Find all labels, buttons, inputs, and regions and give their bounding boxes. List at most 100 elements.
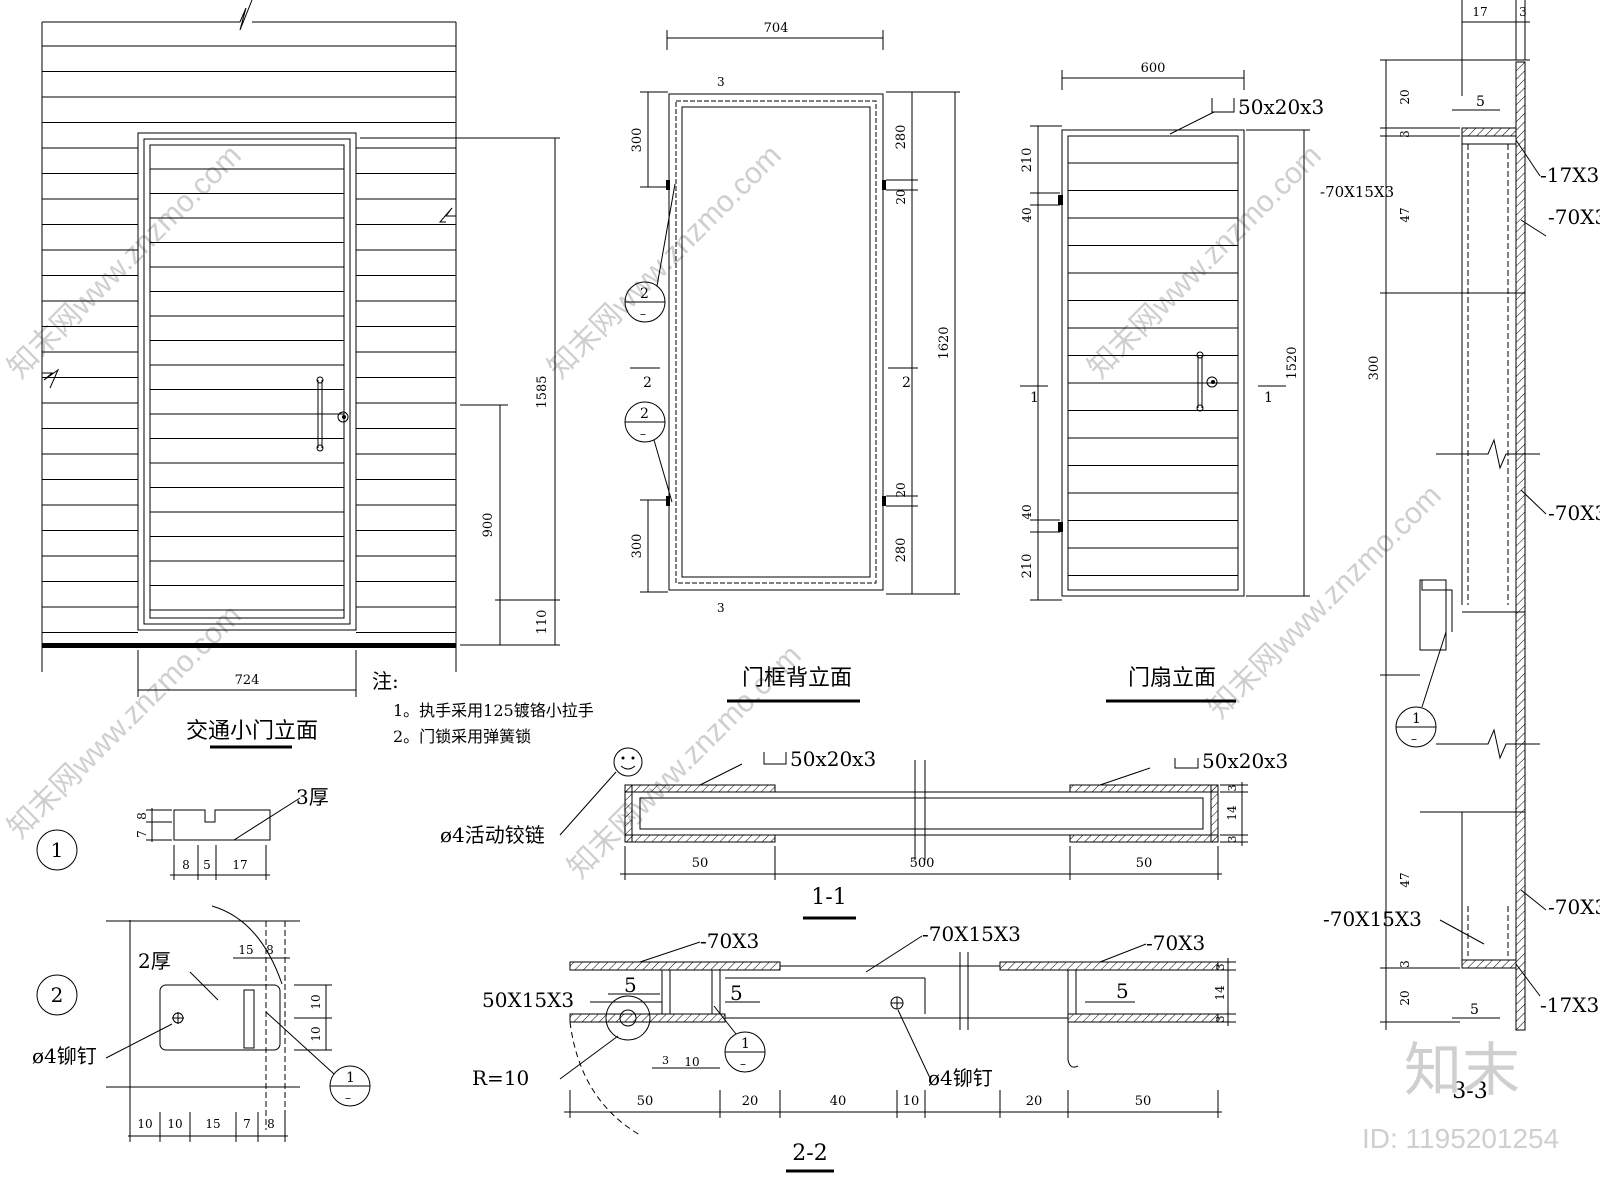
label-33-l6: -70X15X3 bbox=[1323, 907, 1422, 931]
dim-d2-w15: 15 bbox=[238, 943, 253, 957]
label-11-angle-right: 50x20x3 bbox=[1202, 749, 1288, 773]
title-section-22: 2-2 bbox=[792, 1141, 827, 1166]
dim-11-left: 50 bbox=[692, 856, 709, 871]
dim-22-t3: 3 bbox=[1214, 1016, 1227, 1023]
dim-33-3b: 3 bbox=[1398, 960, 1412, 968]
detail-1: 1 3厚 7 8 8 5 17 bbox=[36, 785, 329, 880]
dim-22-a: 50 bbox=[637, 1094, 654, 1109]
dim-d2-b15: 15 bbox=[205, 1117, 220, 1131]
dim-11-t1: 3 bbox=[1226, 785, 1239, 792]
dim-frame-mid-bottom-right: 20 bbox=[894, 482, 908, 497]
detail-2-number: 2 bbox=[51, 983, 64, 1007]
dim-d2-w8: 8 bbox=[266, 943, 274, 957]
callout-dash: – bbox=[640, 427, 646, 441]
dim-d1-w17: 17 bbox=[232, 858, 247, 872]
watermark-text: 知末网www.znzmo.com bbox=[2, 139, 248, 385]
callout-dash: – bbox=[345, 1091, 351, 1105]
dim-d2-b8: 8 bbox=[267, 1117, 275, 1131]
note-item: 2。门锁采用弹簧锁 bbox=[393, 727, 531, 746]
dim-frame-height: 1620 bbox=[937, 326, 952, 359]
detail-1-number: 1 bbox=[51, 838, 64, 862]
label-11-angle-left: 50x20x3 bbox=[790, 747, 876, 771]
section-mark-1: 1 bbox=[1030, 390, 1039, 406]
title-section-33: 3-3 bbox=[1452, 1079, 1487, 1104]
dim-22-t1: 3 bbox=[1214, 964, 1227, 971]
callout-number: 2 bbox=[640, 406, 649, 422]
label-22-channel: 50X15X3 bbox=[482, 988, 574, 1012]
dim-d2-b7: 7 bbox=[243, 1117, 251, 1131]
label-33-l1: -17X3 bbox=[1540, 163, 1599, 187]
dim-22-h: 10 bbox=[684, 1055, 699, 1069]
dim-22-g: 3 bbox=[662, 1054, 669, 1067]
section-mark-2: 2 bbox=[902, 375, 911, 391]
dim-11-middle: 500 bbox=[910, 856, 935, 871]
dim-d2-b10b: 10 bbox=[167, 1117, 182, 1131]
label-22-radius: R=10 bbox=[472, 1066, 529, 1090]
dim-elevation-height: 1585 bbox=[535, 375, 550, 408]
label-33-l5: -70X3 bbox=[1548, 895, 1600, 919]
dim-elevation-bottom: 110 bbox=[535, 610, 550, 635]
dim-d2-b10a: 10 bbox=[137, 1117, 152, 1131]
section-mark-2: 2 bbox=[643, 375, 652, 391]
section-mark-1: 1 bbox=[1264, 390, 1273, 406]
dim-11-t2: 14 bbox=[1225, 805, 1239, 821]
dim-33-47b: 47 bbox=[1398, 872, 1412, 887]
dim-d1-w8: 8 bbox=[182, 858, 190, 872]
callout-number: 1 bbox=[741, 1036, 750, 1052]
dim-33-300: 300 bbox=[1367, 356, 1382, 381]
section-3-3: 17 3 20 3 bbox=[1323, 0, 1600, 1104]
watermark-text: 知末网www.znzmo.com bbox=[542, 139, 788, 385]
detail-1-thickness: 3厚 bbox=[296, 785, 329, 809]
watermark-id: ID: 1195201254 bbox=[1362, 1123, 1559, 1154]
dim-33-20b: 20 bbox=[1398, 990, 1412, 1005]
dim-d2-h10a: 10 bbox=[309, 994, 323, 1009]
dim-22-c: 40 bbox=[830, 1094, 847, 1109]
weld-22: 5 bbox=[730, 981, 743, 1005]
dim-11-right: 50 bbox=[1136, 856, 1153, 871]
detail-2-thickness: 2厚 bbox=[138, 949, 171, 973]
dim-d2-h10b: 10 bbox=[309, 1026, 323, 1041]
watermark-text: 知末网www.znzmo.com bbox=[1202, 479, 1448, 725]
dim-33-47a: 47 bbox=[1398, 207, 1412, 222]
detail-2-rivet: ø4铆钉 bbox=[32, 1044, 97, 1068]
dim-33-top-b: 3 bbox=[1519, 5, 1527, 19]
dim-frame-bottom-right: 280 bbox=[894, 538, 909, 563]
dim-frame-top-right: 280 bbox=[894, 125, 909, 150]
dim-elevation-width: 724 bbox=[235, 673, 260, 688]
dim-22-b: 20 bbox=[742, 1094, 759, 1109]
dim-22-d: 10 bbox=[903, 1094, 920, 1109]
dim-frame-top-left: 300 bbox=[630, 128, 645, 153]
label-22-rivet: ø4铆钉 bbox=[928, 1066, 993, 1090]
brand-watermark: 知末 ID: 1195201254 bbox=[1362, 1038, 1559, 1154]
title-leaf: 门扇立面 bbox=[1128, 666, 1216, 691]
label-33-l7: -17X3 bbox=[1540, 993, 1599, 1017]
detail-2: 2 2厚 ø4铆钉 15 8 10 10 1 – bbox=[32, 905, 371, 1142]
dim-leaf-hinge-bottom: 40 bbox=[1020, 504, 1034, 519]
dim-22-e: 20 bbox=[1026, 1094, 1043, 1109]
label-22-plate-b: -70X15X3 bbox=[922, 922, 1021, 946]
leaf-plate-label: -70X15X3 bbox=[1320, 183, 1394, 201]
door-elevation: 1585 900 110 724 交通小门立面 bbox=[41, 0, 560, 749]
dim-elevation-handle: 900 bbox=[481, 513, 496, 538]
dim-frame-width: 704 bbox=[764, 21, 789, 36]
dim-33-20a: 20 bbox=[1398, 89, 1412, 104]
leaf-elevation: 600 50x20x3 -70X15X3 210 40 40 210 1520 … bbox=[1020, 61, 1394, 703]
watermark-logo: 知末 bbox=[1404, 1038, 1520, 1103]
dim-leaf-width: 600 bbox=[1141, 61, 1166, 76]
notes-heading: 注: bbox=[372, 669, 399, 693]
label-22-plate-a: -70X3 bbox=[700, 929, 759, 953]
callout-number: 2 bbox=[640, 286, 649, 302]
callout-dash: – bbox=[1411, 732, 1417, 746]
callout-dash: – bbox=[640, 307, 646, 321]
dim-33-top-a: 17 bbox=[1472, 5, 1487, 19]
dim-frame-bottom-left: 300 bbox=[630, 534, 645, 559]
dim-frame-bottom-edge: 3 bbox=[717, 601, 725, 615]
weld-22: 5 bbox=[1116, 979, 1129, 1003]
label-33-l4: -70X3 bbox=[1548, 501, 1600, 525]
label-22-plate-c: -70X3 bbox=[1146, 931, 1205, 955]
section-1-1: 50x20x3 50x20x3 ø4活动铰链 3 14 3 50 500 50 … bbox=[440, 747, 1288, 920]
dim-d1-h8: 8 bbox=[135, 812, 149, 820]
dim-leaf-bottom: 210 bbox=[1020, 554, 1035, 579]
weld-22: 5 bbox=[624, 973, 637, 997]
